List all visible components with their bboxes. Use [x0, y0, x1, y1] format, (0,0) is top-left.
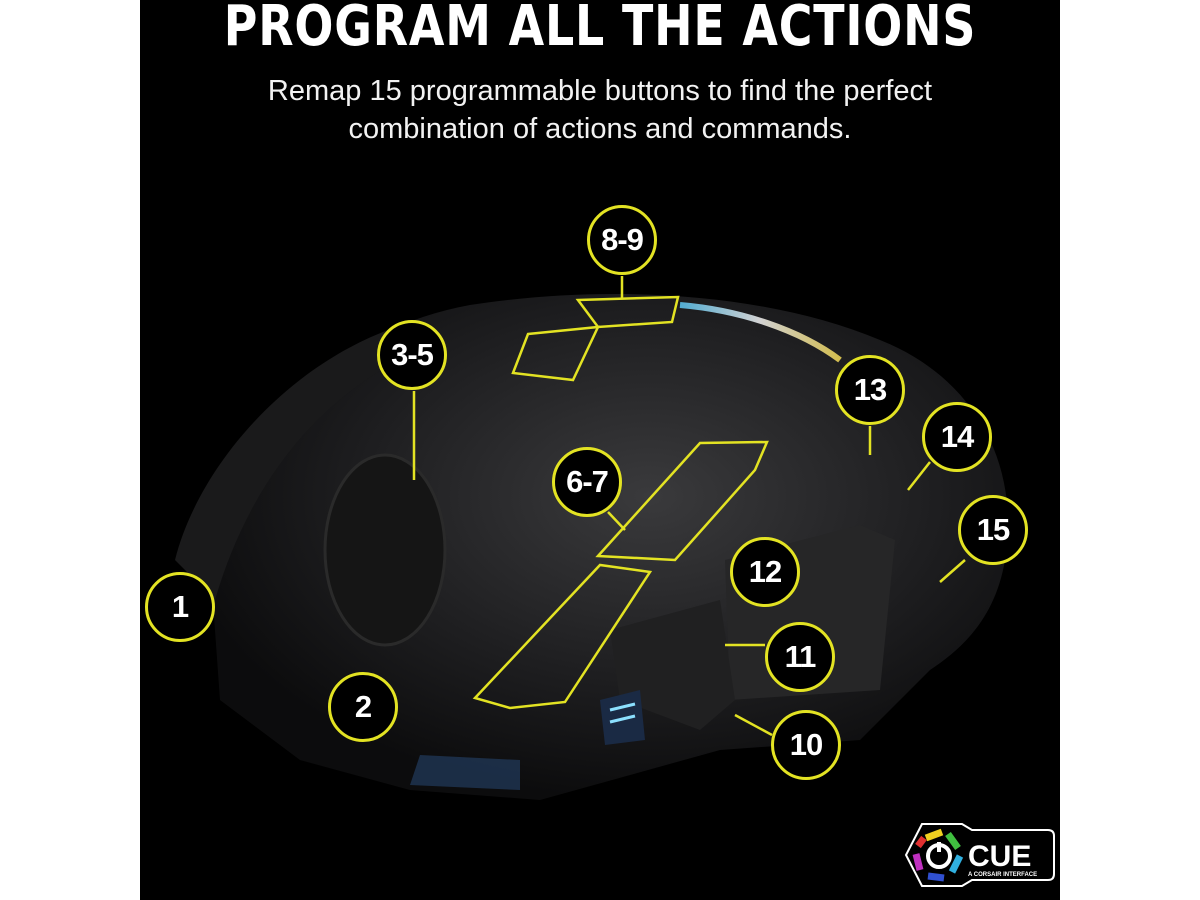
callout-button-12: 12 — [730, 537, 800, 607]
callout-button-1: 1 — [145, 572, 215, 642]
leader-lines — [412, 276, 966, 737]
scroll-wheel — [323, 453, 447, 647]
page-title: PROGRAM ALL THE ACTIONS — [223, 0, 977, 59]
callout-button-10: 10 — [771, 710, 841, 780]
callout-button-11: 11 — [765, 622, 835, 692]
rgb-strip — [679, 302, 842, 363]
svg-text:CUE: CUE — [968, 840, 1031, 873]
subtitle: Remap 15 programmable buttons to find th… — [140, 72, 1060, 148]
bottom-led — [410, 755, 520, 790]
mouse-left-edge — [175, 320, 420, 600]
logo-tagline: A CORSAIR INTERFACE — [968, 872, 1037, 878]
callout-button-13: 13 — [835, 355, 905, 425]
callout-buttons-3-5: 3-5 — [377, 320, 447, 390]
icue-logo: CUE A CORSAIR INTERFACE — [904, 823, 1055, 887]
subtitle-line-1: Remap 15 programmable buttons to find th… — [267, 75, 933, 107]
callout-buttons-6-7: 6-7 — [552, 447, 622, 517]
button-outlines — [472, 295, 769, 710]
callout-button-2: 2 — [328, 672, 398, 742]
subtitle-line-2: combination of actions and commands. — [348, 113, 852, 145]
side-button-panel — [610, 600, 735, 730]
callout-buttons-8-9: 8-9 — [587, 205, 657, 275]
callout-button-15: 15 — [958, 495, 1028, 565]
callout-button-14: 14 — [922, 402, 992, 472]
